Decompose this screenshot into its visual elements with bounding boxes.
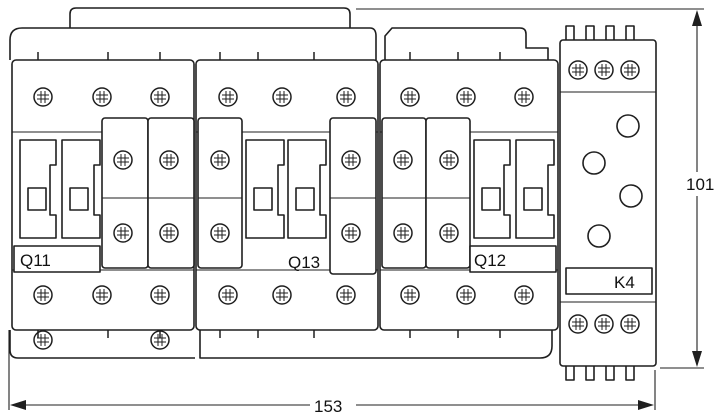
screw-icon [514, 285, 534, 305]
dimension-width-label: 153 [314, 397, 342, 416]
contactor-q11: Q11 [11, 59, 195, 331]
screw-icon [113, 150, 133, 170]
relay-k4: K4 [559, 25, 657, 381]
screw-icon [210, 150, 230, 170]
dimension-lines [8, 8, 713, 416]
screw-icon [218, 285, 238, 305]
screw-icon [150, 285, 170, 305]
screw-terminals [33, 52, 640, 350]
screw-icon [341, 223, 361, 243]
screw-icon [620, 314, 640, 334]
screw-icon [568, 60, 588, 80]
screw-icon [341, 150, 361, 170]
screw-icon [159, 150, 179, 170]
screw-icon [400, 87, 420, 107]
dimension-height-label: 101 [686, 175, 714, 194]
screw-icon [393, 223, 413, 243]
screw-icon [594, 60, 614, 80]
label-q11: Q11 [20, 251, 51, 270]
screw-icon [514, 87, 534, 107]
screw-icon [393, 150, 413, 170]
screw-icon [456, 285, 476, 305]
screw-icon [568, 314, 588, 334]
screw-icon [159, 223, 179, 243]
contactor-q12: Q12 [379, 59, 559, 331]
screw-icon [33, 330, 53, 350]
screw-icon [33, 87, 53, 107]
label-k4: K4 [614, 273, 635, 292]
screw-icon [272, 87, 292, 107]
screw-icon [439, 223, 459, 243]
screw-icon [620, 60, 640, 80]
screw-icon [150, 87, 170, 107]
screw-icon [336, 87, 356, 107]
screw-icon [92, 285, 112, 305]
contactor-q13: Q13 [195, 59, 379, 331]
screw-icon [272, 285, 292, 305]
screw-icon [33, 285, 53, 305]
screw-icon [92, 87, 112, 107]
label-q13: Q13 [288, 253, 320, 272]
screw-icon [210, 223, 230, 243]
screw-icon [400, 285, 420, 305]
screw-icon [113, 223, 133, 243]
label-q12: Q12 [474, 251, 506, 270]
screw-icon [456, 87, 476, 107]
screw-icon [218, 87, 238, 107]
screw-icon [439, 150, 459, 170]
rear-housing-outline [9, 7, 553, 359]
screw-icon [336, 285, 356, 305]
screw-icon [594, 314, 614, 334]
